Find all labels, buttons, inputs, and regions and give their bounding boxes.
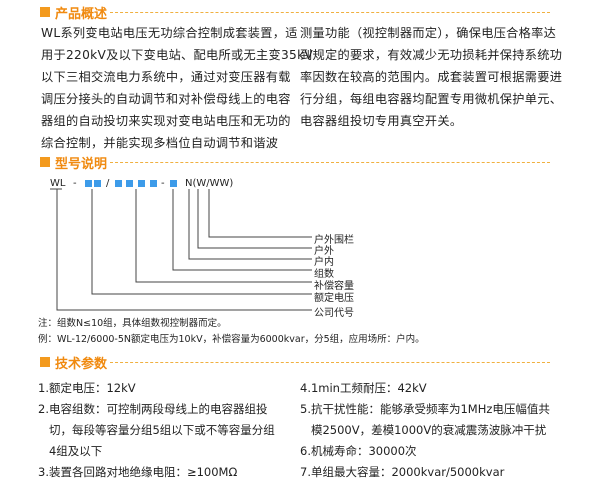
section-header-overview: 产品概述 [40, 4, 550, 22]
square-bullet-icon [40, 157, 50, 167]
dashed-divider [110, 361, 550, 363]
section-header-model: 型号说明 [40, 154, 550, 172]
capacity-block [115, 180, 122, 187]
param-item: 7.单组最大容量：2000kvar/5000kvar [300, 465, 505, 479]
model-code-prefix: WL [50, 178, 66, 189]
param-item: 切，每段等容量分组5组以下或不等容量分组 [38, 423, 275, 437]
model-code-dash: - [161, 178, 165, 189]
text-line: 调压分接头的自动调节和对补偿母线上的电容 [41, 92, 291, 106]
dashed-divider [110, 161, 550, 163]
text-line: 器组的自动投切来实现对变电站电压和无功的 [41, 114, 291, 128]
text-line: 测量功能（视控制器而定），确保电压合格率达 [300, 26, 557, 40]
param-item: 6.机械寿命：30000次 [300, 444, 417, 458]
groups-block [170, 180, 177, 187]
capacity-block [138, 180, 145, 187]
param-item: 模2500V，差模1000V的衰减震荡波脉冲干扰 [300, 423, 547, 437]
param-item: 4组及以下 [38, 444, 103, 458]
voltage-block [94, 180, 101, 187]
label-compensation-capacity: 补偿容量 [314, 281, 354, 292]
param-item: 5.抗干扰性能：能够承受频率为1MHz电压幅值共 [300, 402, 550, 416]
label-company-code: 公司代号 [314, 308, 354, 319]
text-line: 以下三相交流电力系统中，通过对变压器有载 [41, 70, 291, 84]
overview-right-column: 测量功能（视控制器而定），确保电压合格率达 到规定的要求，有效减少无功损耗并保持… [300, 22, 562, 132]
model-code-slash: / [106, 178, 110, 189]
overview-left-column: WL系列变电站电压无功综合控制成套装置，适 用于220kV及以下变电站、配电所或… [41, 22, 313, 154]
dashed-divider [110, 11, 550, 13]
param-item: 2.电容组数：可控制两段母线上的电容器组投 [38, 402, 268, 416]
label-rated-voltage: 额定电压 [314, 293, 354, 304]
section-title: 型号说明 [55, 156, 108, 172]
text-line: 用于220kV及以下变电站、配电所或无主变35kV [41, 48, 314, 62]
section-title: 技术参数 [55, 356, 108, 372]
text-line: 行分组，每组电容器均配置专用微机保护单元、 [300, 92, 563, 106]
voltage-block [85, 180, 92, 187]
params-left-column: 1.额定电压：12kV 2.电容组数：可控制两段母线上的电容器组投 切，每段等容… [38, 378, 275, 480]
param-item: 3.装置各回路对地绝缘电阻：≥100MΩ [38, 465, 238, 479]
label-outdoor: 户外 [314, 246, 334, 257]
square-bullet-icon [40, 357, 50, 367]
model-code-suffix: N(W/WW) [185, 178, 234, 189]
text-line: 电容器组投切专用真空开关。 [300, 114, 463, 128]
param-item: 4.1min工频耐压：42kV [300, 381, 427, 395]
text-line: 综合控制，并能实现多档位自动调节和谐波 [41, 136, 279, 150]
text-line: WL系列变电站电压无功综合控制成套装置，适 [41, 26, 298, 40]
text-line: 到规定的要求，有效减少无功损耗并保持系统功 [300, 48, 563, 62]
text-line: 率因数在较高的范围内。成套装置可根据需要进 [300, 70, 563, 84]
label-indoor: 户内 [314, 257, 334, 268]
label-outdoor-fence: 户外围栏 [314, 235, 354, 246]
model-example: 例：WL-12/6000-5N额定电压为10kV，补偿容量为6000kvar，分… [38, 334, 425, 345]
param-item: 1.额定电压：12kV [38, 381, 136, 395]
capacity-block [150, 180, 157, 187]
section-header-params: 技术参数 [40, 354, 550, 372]
capacity-block [126, 180, 133, 187]
section-title: 产品概述 [55, 6, 108, 22]
model-code-dash: - [73, 178, 77, 189]
label-group-count: 组数 [314, 269, 334, 280]
params-right-column: 4.1min工频耐压：42kV 5.抗干扰性能：能够承受频率为1MHz电压幅值共… [300, 378, 550, 480]
square-bullet-icon [40, 7, 50, 17]
model-note: 注：组数N≤10组，具体组数视控制器而定。 [38, 318, 227, 329]
